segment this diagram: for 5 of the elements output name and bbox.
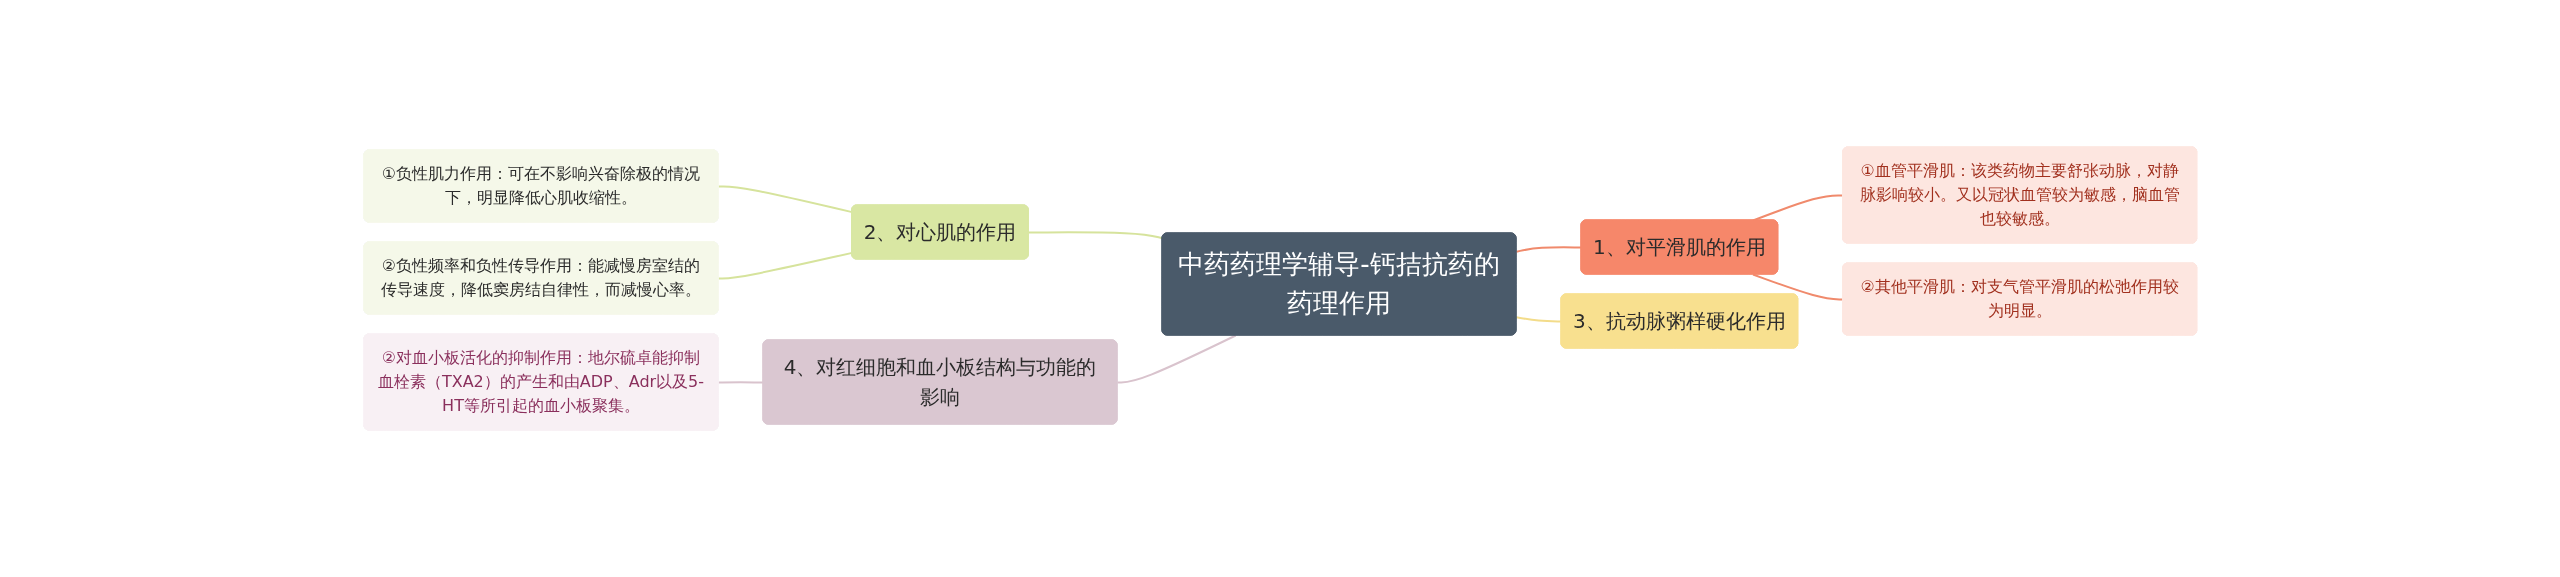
connector: [1116, 334, 1237, 384]
connector: [717, 251, 853, 280]
connector: [717, 185, 853, 214]
connector: [1751, 273, 1844, 301]
connector: [1027, 231, 1164, 240]
